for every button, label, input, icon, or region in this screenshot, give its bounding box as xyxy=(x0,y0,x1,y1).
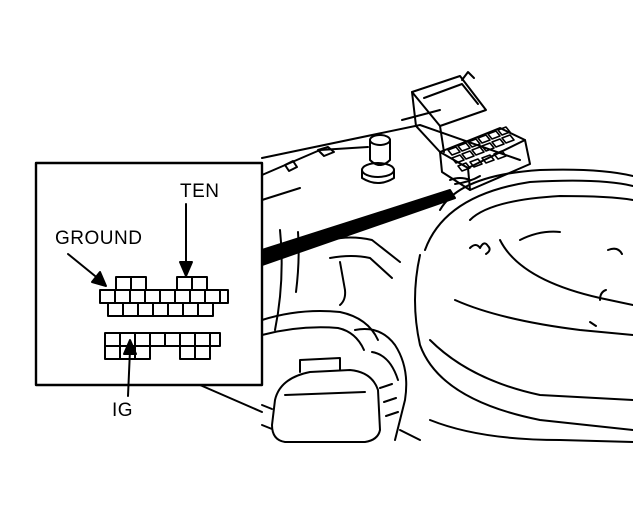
relay-box xyxy=(261,357,381,443)
callout-pointer xyxy=(261,189,456,266)
ten-terminal-label: TEN xyxy=(180,181,220,202)
ground-terminal-label: GROUND xyxy=(55,228,143,249)
battery-post xyxy=(361,134,395,184)
connector-closeup xyxy=(99,276,229,360)
ig-terminal-label: IG xyxy=(112,400,134,421)
diagnostic-connector-in-bay xyxy=(411,71,531,191)
ground-pointer xyxy=(67,253,107,287)
callout-leader xyxy=(199,384,263,413)
air-cleaner-housing xyxy=(414,168,633,431)
ten-pointer xyxy=(179,203,193,277)
engine-bay xyxy=(261,109,633,443)
ig-pointer xyxy=(123,339,137,397)
hose xyxy=(261,229,408,441)
